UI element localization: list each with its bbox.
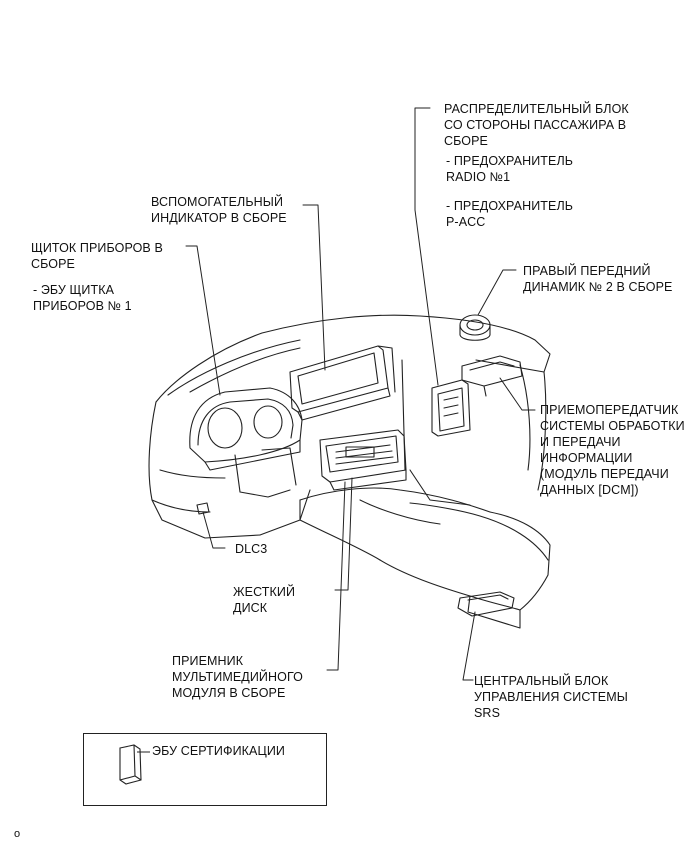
srs-shape [457, 591, 515, 617]
cert-ecu-label: ЭБУ СЕРТИФИКАЦИИ [152, 744, 285, 758]
leader-lines [185, 107, 536, 681]
corner-mark: o [14, 828, 21, 840]
junction-block-shape [431, 379, 471, 437]
fuse-radio-label: - ПРЕДОХРАНИТЕЛЬ RADIO №1 [446, 154, 574, 184]
dlc3-shape [196, 502, 210, 515]
hdd-label: ЖЕСТКИЙ ДИСК [233, 585, 296, 615]
combination-meter-label: ЩИТОК ПРИБОРОВ В СБОРЕ [31, 241, 163, 271]
dlc3-label: DLC3 [235, 542, 268, 556]
combination-meter-shape [189, 387, 303, 471]
legend-box: ЭБУ СЕРТИФИКАЦИИ [83, 733, 327, 806]
dashboard-outline [148, 314, 551, 629]
cert-ecu-leader [137, 751, 150, 753]
meter-ecu-label: - ЭБУ ЩИТКА ПРИБОРОВ № 1 [33, 283, 132, 313]
aux-indicator-label: ВСПОМОГАТЕЛЬНЫЙ ИНДИКАТОР В СБОРЕ [151, 195, 287, 225]
junction-block-label: РАСПРЕДЕЛИТЕЛЬНЫЙ БЛОК СО СТОРОНЫ ПАССАЖ… [444, 102, 629, 148]
aux-indicator-shape [289, 345, 396, 421]
dcm-shape [461, 355, 523, 397]
fuse-pacc-label: - ПРЕДОХРАНИТЕЛЬ P-ACC [446, 199, 574, 229]
srs-label: ЦЕНТРАЛЬНЫЙ БЛОК УПРАВЛЕНИЯ СИСТЕМЫ SRS [474, 674, 628, 720]
multimedia-label: ПРИЕМНИК МУЛЬТИМЕДИЙНОГО МОДУЛЯ В СБОРЕ [172, 654, 303, 700]
dcm-label: ПРИЕМОПЕРЕДАТЧИК СИСТЕМЫ ОБРАБОТКИ И ПЕР… [540, 403, 685, 497]
right-speaker-label: ПРАВЫЙ ПЕРЕДНИЙ ДИНАМИК № 2 В СБОРЕ [523, 264, 673, 294]
cert-ecu-icon [119, 744, 142, 785]
right-speaker-shape [459, 314, 491, 341]
multimedia-receiver-shape [319, 429, 407, 491]
